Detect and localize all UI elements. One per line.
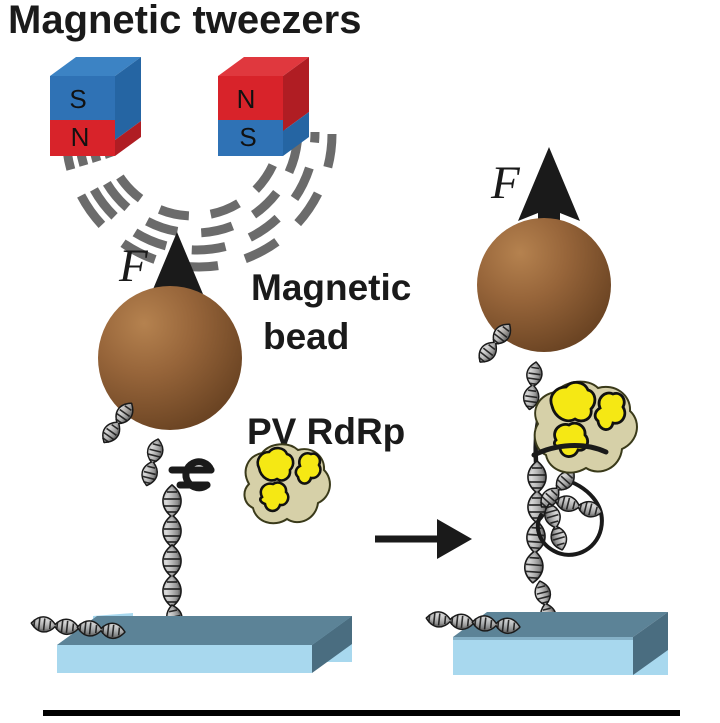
force-label-right: F (490, 157, 521, 209)
force-arrow-right-group: F (490, 147, 580, 255)
magnetic-bead-label-line1: Magnetic (251, 267, 411, 308)
force-arrow-left-group: F (118, 232, 208, 340)
dna-hairpin-primer (168, 458, 215, 492)
magnet-left-top-pole: S (69, 84, 86, 114)
dna-tether-right (473, 319, 560, 630)
glass-slide-right (453, 612, 668, 675)
magnetic-bead-left (98, 286, 242, 430)
glass-slide-left (57, 613, 352, 673)
magnetic-bead-right (477, 218, 611, 352)
pv-rdrp-protein-bound (531, 380, 638, 474)
pv-rdrp-protein-free (243, 443, 331, 525)
magnet-left: S N (50, 57, 141, 156)
magnet-left-bottom-pole: N (71, 122, 90, 152)
dna-extruded-loop (535, 465, 605, 557)
page-title: Magnetic tweezers (8, 0, 361, 42)
magnetic-field-lines (61, 127, 337, 272)
magnet-right-bottom-pole: S (239, 122, 256, 152)
magnet-right: N S (218, 57, 309, 156)
magnetic-bead-label-line2: bead (263, 316, 349, 357)
transition-arrow (375, 519, 472, 559)
magnet-right-top-pole: N (237, 84, 256, 114)
force-label-left: F (118, 240, 149, 292)
